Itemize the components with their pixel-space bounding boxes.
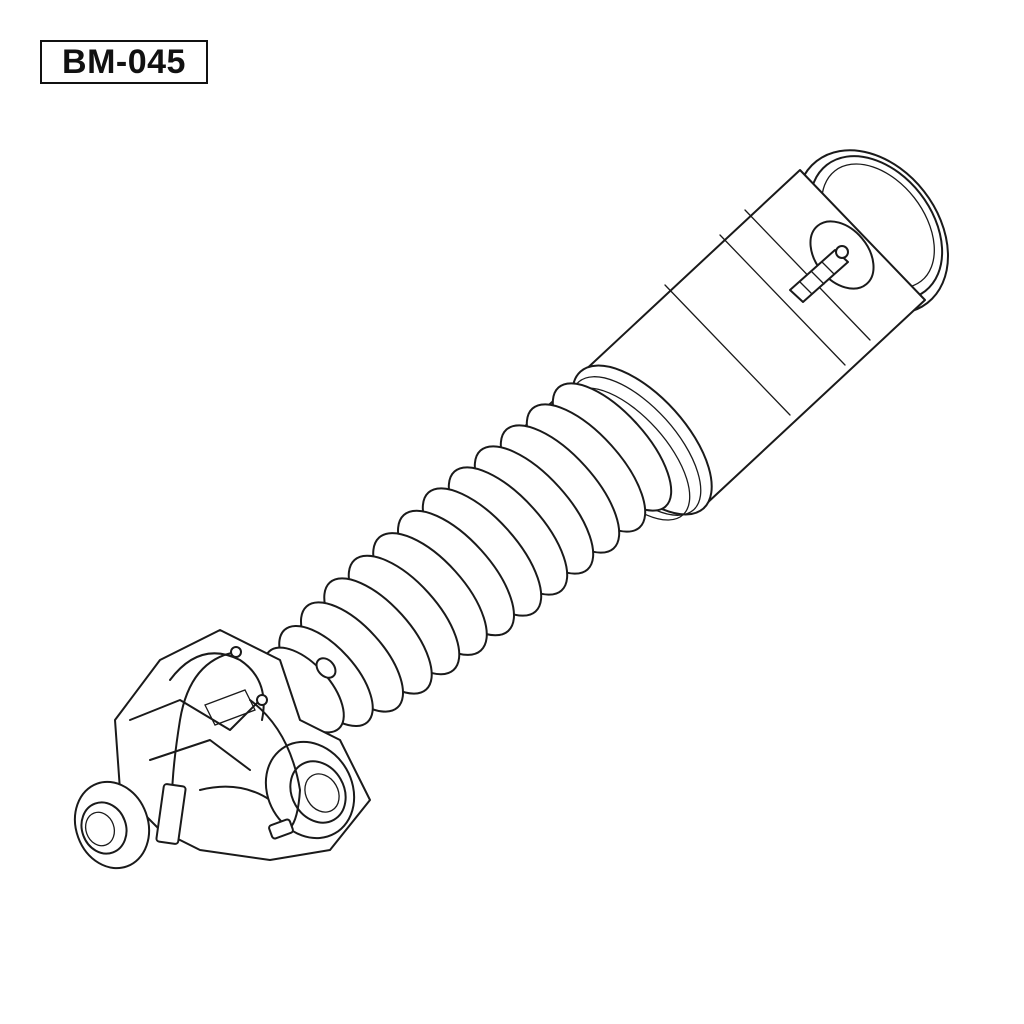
left-bushing-eye (73, 780, 151, 870)
sensor-cable (155, 646, 301, 845)
right-bushing-eye (264, 740, 356, 840)
part-number-label: BM-045 (40, 40, 208, 84)
bellows-boot (263, 382, 673, 734)
air-valve-fitting (789, 220, 875, 303)
